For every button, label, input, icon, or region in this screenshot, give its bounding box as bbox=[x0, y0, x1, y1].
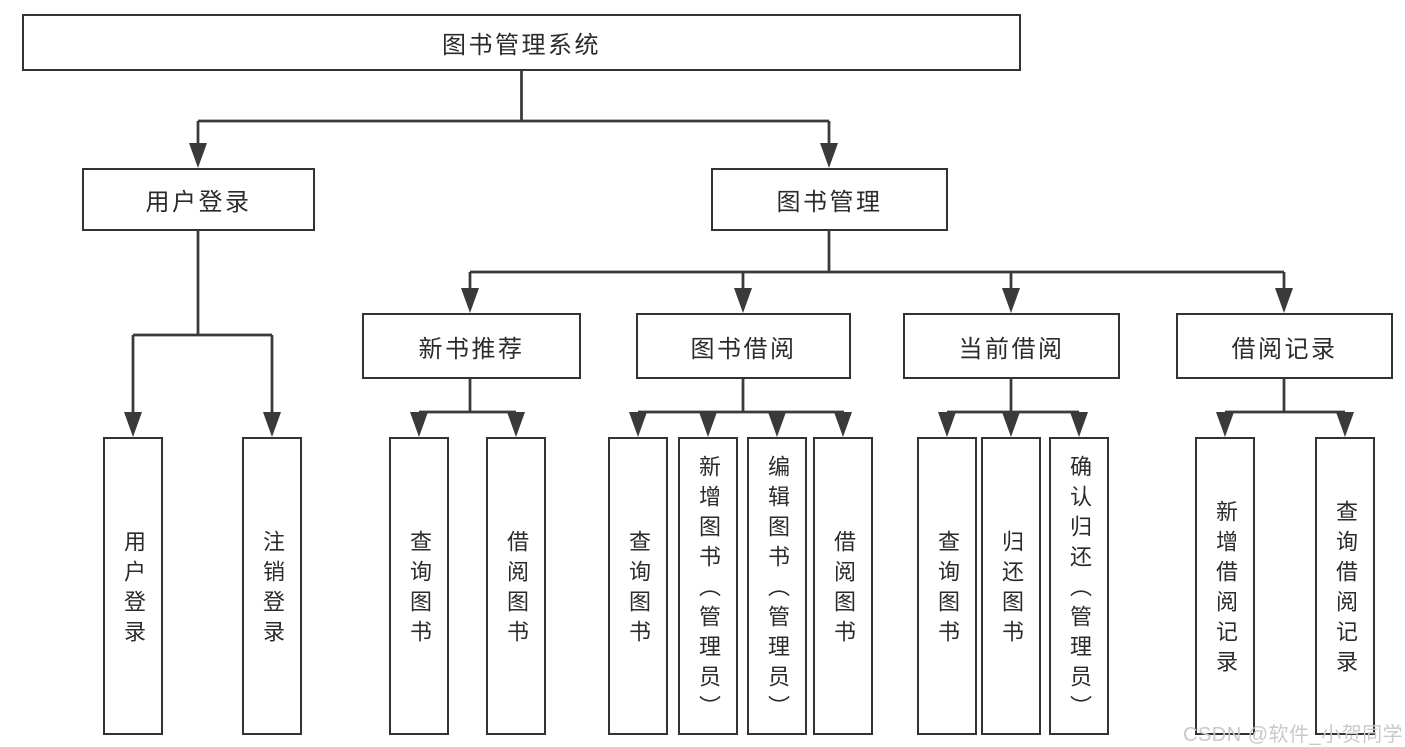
leaf-label: 编辑图书（管理员） bbox=[765, 455, 790, 725]
node-label: 当前借阅 bbox=[958, 335, 1065, 363]
arrowhead-icon bbox=[189, 143, 207, 168]
leaf-label: 借阅图书 bbox=[504, 530, 529, 650]
arrowhead-icon bbox=[507, 412, 525, 437]
csdn-watermark: CSDN @软件_小贺同学 bbox=[1183, 724, 1404, 746]
node-current-borrowing: 当前借阅 bbox=[903, 313, 1120, 379]
node-user-login: 用户登录 bbox=[82, 168, 315, 231]
leaf-label: 借阅图书 bbox=[831, 530, 856, 650]
leaf-label: 新增图书（管理员） bbox=[696, 455, 721, 725]
leaf-query-books-current: 查询图书 bbox=[917, 437, 977, 735]
leaf-user-login: 用户登录 bbox=[103, 437, 163, 735]
arrowheads-group bbox=[124, 143, 1354, 437]
arrowhead-icon bbox=[1216, 412, 1234, 437]
leaf-label: 确认归还（管理员） bbox=[1067, 455, 1092, 725]
node-label: 新书推荐 bbox=[418, 335, 525, 363]
arrowhead-icon bbox=[1002, 412, 1020, 437]
arrowhead-icon bbox=[263, 412, 281, 437]
leaf-add-book-admin: 新增图书（管理员） bbox=[678, 437, 738, 735]
arrowhead-icon bbox=[768, 412, 786, 437]
leaf-edit-book-admin: 编辑图书（管理员） bbox=[747, 437, 807, 735]
leaf-label: 归还图书 bbox=[999, 530, 1024, 650]
arrowhead-icon bbox=[410, 412, 428, 437]
node-book-borrowing: 图书借阅 bbox=[636, 313, 851, 379]
arrowhead-icon bbox=[1275, 288, 1293, 313]
arrowhead-icon bbox=[461, 288, 479, 313]
node-new-book-recommendation: 新书推荐 bbox=[362, 313, 581, 379]
arrowhead-icon bbox=[1336, 412, 1354, 437]
node-library-management-system: 图书管理系统 bbox=[22, 14, 1021, 71]
leaf-logout: 注销登录 bbox=[242, 437, 302, 735]
arrowhead-icon bbox=[1070, 412, 1088, 437]
leaf-label: 用户登录 bbox=[121, 530, 146, 650]
leaf-add-borrow-record: 新增借阅记录 bbox=[1195, 437, 1255, 735]
node-label: 图书管理系统 bbox=[442, 32, 601, 59]
arrowhead-icon bbox=[124, 412, 142, 437]
node-book-management: 图书管理 bbox=[711, 168, 948, 231]
leaf-query-books-recommend: 查询图书 bbox=[389, 437, 449, 735]
leaf-label: 注销登录 bbox=[260, 530, 285, 650]
node-borrowing-records: 借阅记录 bbox=[1176, 313, 1393, 379]
leaf-confirm-return-admin: 确认归还（管理员） bbox=[1049, 437, 1109, 735]
arrowhead-icon bbox=[938, 412, 956, 437]
leaf-label: 新增借阅记录 bbox=[1213, 500, 1238, 680]
arrowhead-icon bbox=[629, 412, 647, 437]
arrowhead-icon bbox=[734, 288, 752, 313]
leaf-return-book: 归还图书 bbox=[981, 437, 1041, 735]
arrowhead-icon bbox=[699, 412, 717, 437]
leaf-label: 查询图书 bbox=[935, 530, 960, 650]
node-label: 图书借阅 bbox=[690, 335, 797, 363]
node-label: 借阅记录 bbox=[1231, 335, 1338, 363]
node-label: 用户登录 bbox=[145, 189, 252, 216]
leaf-label: 查询借阅记录 bbox=[1333, 500, 1358, 680]
leaf-borrow-books-borrowing: 借阅图书 bbox=[813, 437, 873, 735]
leaf-query-borrow-record: 查询借阅记录 bbox=[1315, 437, 1375, 735]
leaf-label: 查询图书 bbox=[626, 530, 651, 650]
leaf-query-books-borrowing: 查询图书 bbox=[608, 437, 668, 735]
arrowhead-icon bbox=[1002, 288, 1020, 313]
node-label: 图书管理 bbox=[776, 189, 883, 216]
leaf-label: 查询图书 bbox=[407, 530, 432, 650]
arrowhead-icon bbox=[834, 412, 852, 437]
arrowhead-icon bbox=[820, 143, 838, 168]
leaf-borrow-books-recommend: 借阅图书 bbox=[486, 437, 546, 735]
